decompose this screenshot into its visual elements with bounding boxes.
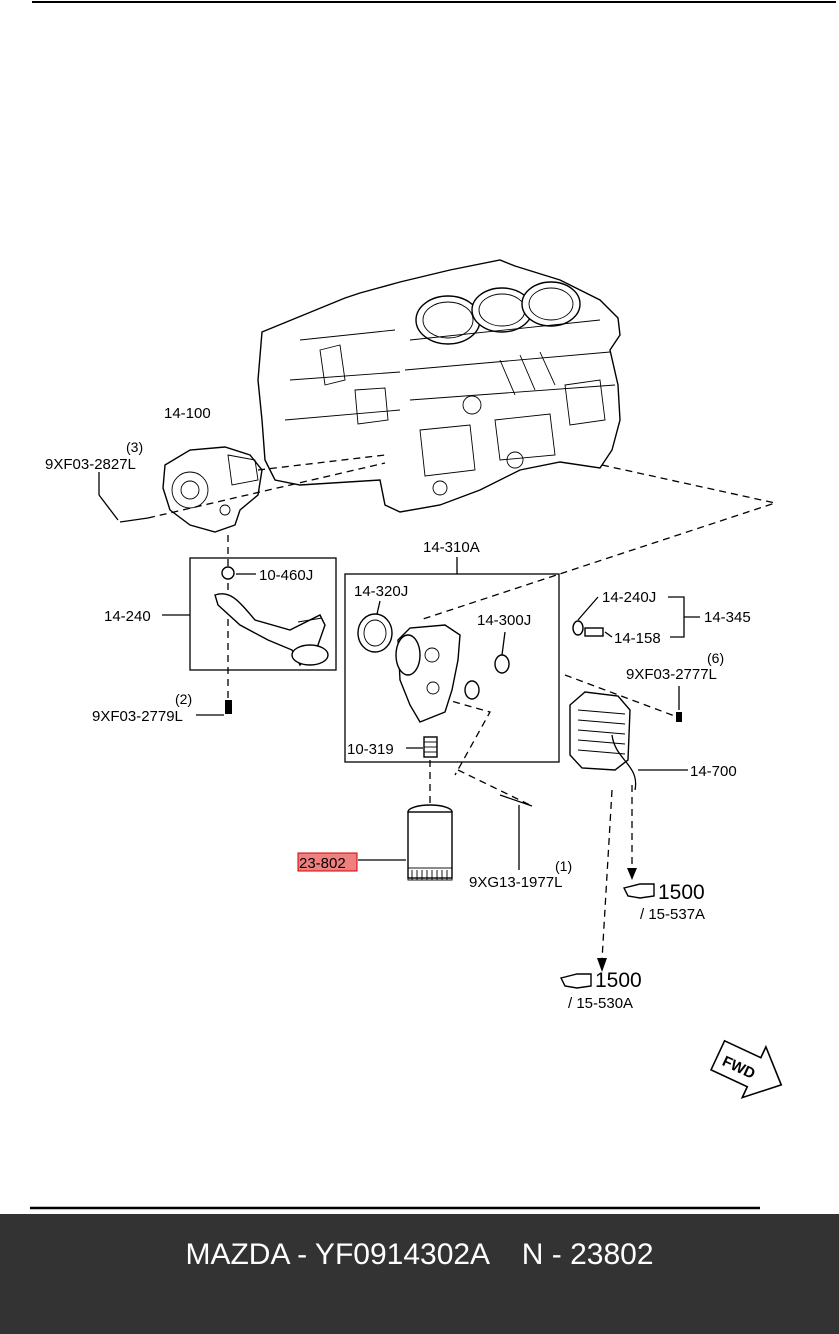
part-label-14-300j: 14-300J	[477, 612, 531, 629]
part-label-9xg13-1977l: 9XG13-1977L	[469, 874, 562, 891]
dashed-connector-lines	[147, 454, 778, 961]
quantity-label-1: (1)	[555, 858, 572, 874]
part-number-caption: MAZDA - YF0914302A N - 23802	[185, 1238, 654, 1271]
bolt-9xf03-2827l-drawing	[98, 472, 149, 523]
part-label-14-310a: 14-310A	[423, 539, 480, 556]
oil-strainer-box	[189, 557, 337, 671]
highlight-box	[297, 852, 358, 872]
pointing-hand-icon	[559, 973, 592, 989]
part-label-9xf03-2827l: 9XF03-2827L	[45, 456, 136, 473]
bolt-9xf03-2779l-drawing	[196, 700, 232, 716]
arrow-head-1	[627, 868, 637, 880]
ref-label-1500-b: 1500	[595, 969, 642, 992]
part-label-14-320j: 14-320J	[354, 583, 408, 600]
seal-set-14-345-drawing	[572, 596, 700, 638]
ref-label-15-530a: / 15-530A	[568, 995, 633, 1012]
part-label-14-345: 14-345	[704, 609, 751, 626]
oil-filter-drawing	[358, 804, 453, 881]
part-label-14-158: 14-158	[614, 630, 661, 647]
oil-pump-drawing	[162, 446, 263, 533]
part-label-9xf03-2777l: 9XF03-2777L	[626, 666, 717, 683]
part-label-23-802-highlighted: 23-802	[299, 855, 346, 872]
part-label-14-700: 14-700	[690, 763, 737, 780]
part-label-14-240: 14-240	[104, 608, 151, 625]
footer-bar: MAZDA - YF0914302A N - 23802	[0, 1214, 839, 1334]
part-label-10-460j: 10-460J	[259, 567, 313, 584]
part-label-14-240j: 14-240J	[602, 589, 656, 606]
quantity-label-2: (2)	[175, 691, 192, 707]
fwd-arrow-icon: FWD	[709, 1039, 783, 1099]
part-label-10-319: 10-319	[347, 741, 394, 758]
oil-cooler-drawing	[569, 686, 688, 791]
bolt-9xg13-1977l-drawing	[499, 794, 533, 870]
part-label-9xf03-2779l: 9XF03-2779L	[92, 708, 183, 725]
parts-diagram: FWD 14-100 (3) 9XF03-2827L 10-460J 14-24…	[30, 1, 836, 1210]
pointing-hand-icon	[622, 883, 655, 899]
arrow-head-2	[597, 958, 607, 972]
quantity-label-6: (6)	[707, 650, 724, 666]
oil-filter-body-box	[344, 557, 560, 763]
quantity-label-3: (3)	[126, 439, 143, 455]
engine-block-drawing	[257, 259, 621, 513]
ref-label-15-537a: / 15-537A	[640, 906, 705, 923]
part-label-14-100: 14-100	[164, 405, 211, 422]
ref-label-1500-a: 1500	[658, 881, 705, 904]
